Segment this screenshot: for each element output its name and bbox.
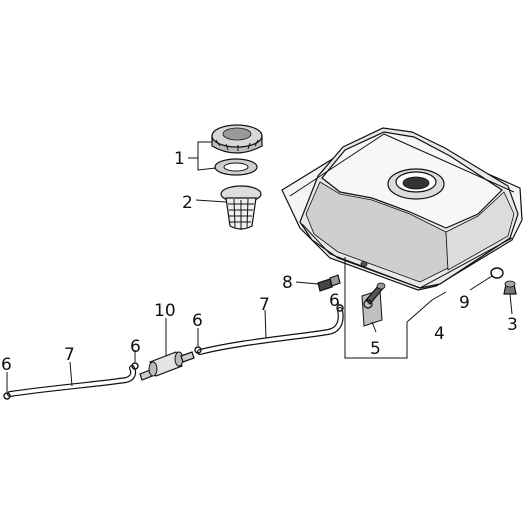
fuel-valve	[361, 282, 386, 327]
callout-8: 8	[282, 273, 293, 293]
callout-6-near-valve: 6	[329, 291, 340, 311]
fuel-strainer	[220, 185, 262, 230]
callout-1: 1	[174, 149, 185, 169]
fuel-hose-right	[197, 307, 344, 355]
filler-cap	[211, 124, 263, 154]
hose-clips	[3, 304, 344, 400]
callout-6-far-left: 6	[1, 355, 12, 375]
callout-7-left: 7	[64, 345, 75, 365]
fuel-tank	[281, 127, 523, 291]
callout-10: 10	[154, 301, 176, 321]
fuel-hose-left	[7, 365, 137, 397]
callouts: 1 2 3 4 5 6 6 6 6 7 7 8 9 10	[1, 149, 518, 375]
callout-6-near-filter-right: 6	[192, 311, 203, 331]
fuel-line-fitting	[317, 274, 341, 292]
callout-7-right: 7	[259, 295, 270, 315]
leader-lines	[6, 141, 513, 392]
callout-5: 5	[370, 339, 381, 359]
callout-6-near-filter-left: 6	[130, 337, 141, 357]
drain-cap	[503, 280, 517, 295]
callout-2: 2	[182, 193, 193, 213]
callout-9: 9	[459, 293, 470, 313]
callout-3: 3	[507, 315, 518, 335]
fuel-filter	[139, 351, 195, 381]
callout-4: 4	[434, 324, 445, 344]
washer	[490, 267, 504, 279]
cap-gasket	[214, 158, 258, 176]
